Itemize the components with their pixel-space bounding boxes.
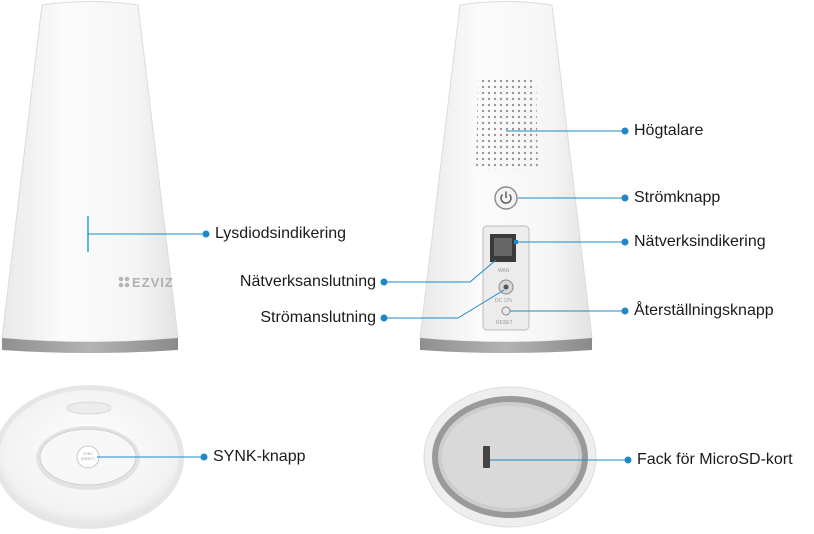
label-network-indicator: Nätverksindikering bbox=[634, 233, 766, 250]
svg-text:SYNC: SYNC bbox=[83, 452, 93, 456]
reset-hole bbox=[501, 306, 511, 316]
back-view-device: WAN DC 12V RESET bbox=[419, 1, 593, 353]
svg-text:EZVIZ: EZVIZ bbox=[132, 275, 174, 290]
svg-text:WAN: WAN bbox=[498, 268, 510, 274]
label-microsd-slot: Fack för MicroSD-kort bbox=[637, 451, 793, 468]
front-view-device: EZVIZ bbox=[1, 1, 179, 353]
svg-text:DC 12V: DC 12V bbox=[495, 298, 513, 304]
label-speaker: Högtalare bbox=[634, 122, 704, 139]
label-led-indicator: Lysdiodsindikering bbox=[215, 225, 347, 242]
microsd-slot bbox=[483, 446, 490, 468]
callout-network-connection bbox=[384, 259, 497, 283]
power-button bbox=[494, 186, 518, 210]
label-sync-button: SYNK-knapp bbox=[213, 448, 306, 465]
label-power-button: Strömknapp bbox=[634, 189, 721, 206]
bottom-view-device bbox=[423, 386, 597, 528]
label-power-connection: Strömanslutning bbox=[260, 309, 376, 326]
speaker-grille bbox=[476, 80, 538, 170]
svg-text:(RESET): (RESET) bbox=[81, 457, 95, 461]
port-panel: WAN DC 12V RESET bbox=[482, 225, 530, 331]
label-network-connection: Nätverksanslutning bbox=[239, 273, 376, 290]
top-view-device: SYNC (RESET) bbox=[0, 385, 184, 529]
svg-text:RESET: RESET bbox=[496, 320, 513, 326]
callout-power-connection bbox=[384, 289, 505, 319]
callouts bbox=[88, 127, 632, 464]
ezviz-logo: EZVIZ bbox=[118, 275, 174, 290]
label-reset-button: Återställningsknapp bbox=[634, 302, 774, 319]
